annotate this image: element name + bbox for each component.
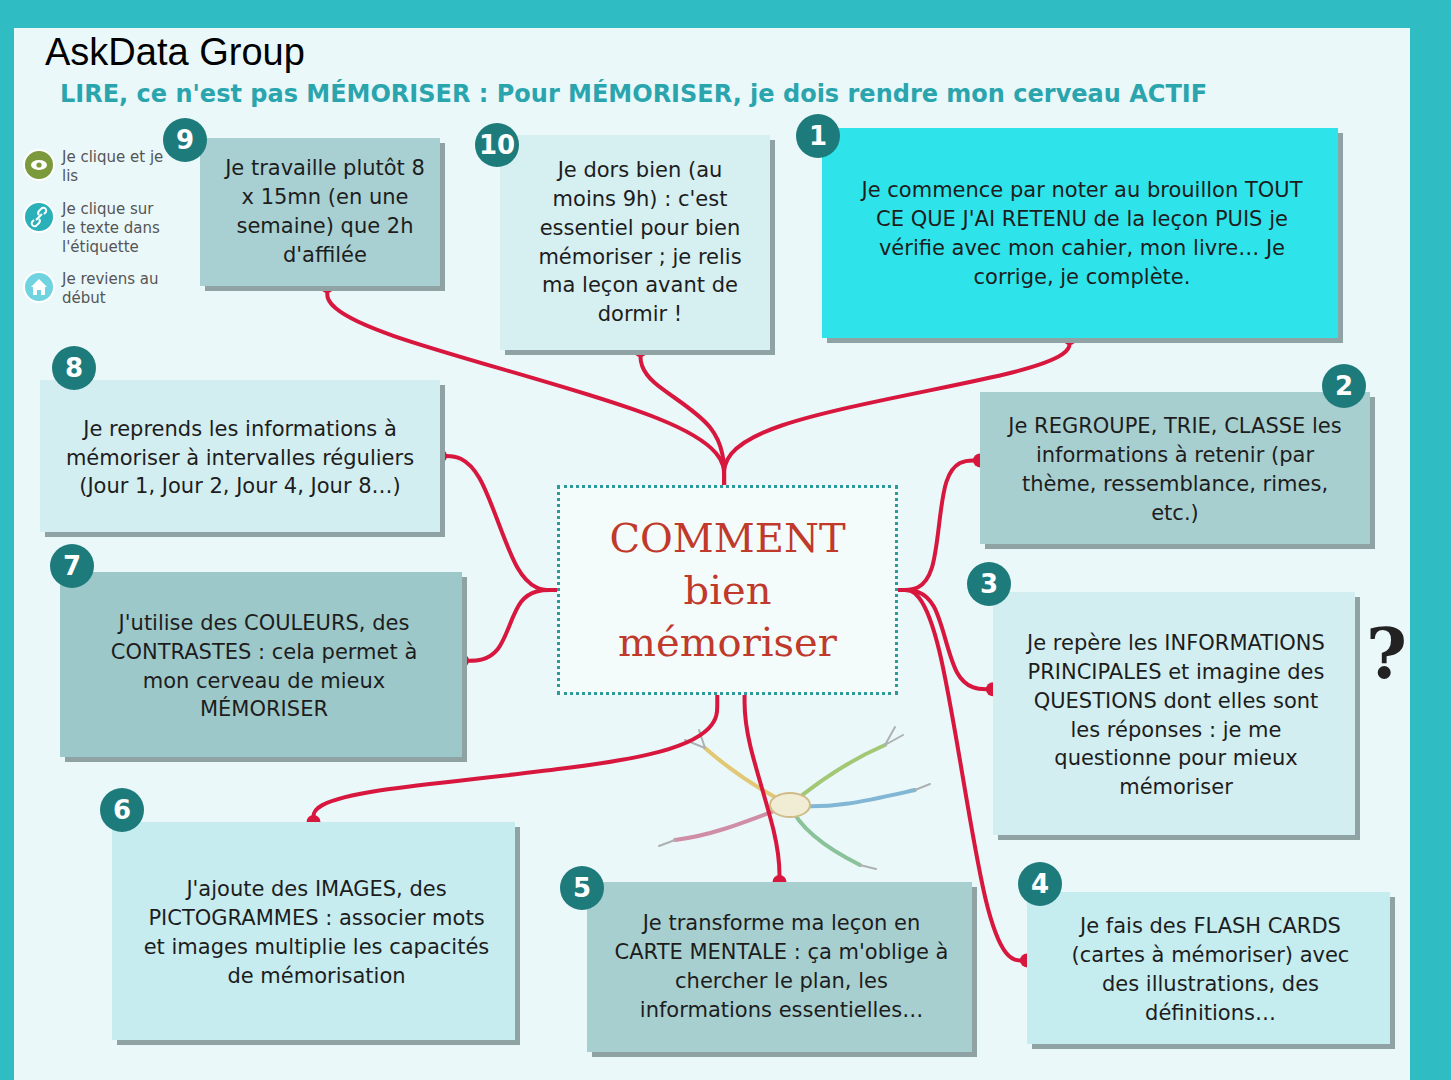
- box-text: Je reprends les informations à mémoriser…: [62, 415, 418, 502]
- legend-item: Je clique et je lis: [22, 148, 167, 186]
- tip-box: 4Je fais des FLASH CARDS (cartes à mémor…: [1027, 892, 1390, 1044]
- twig: [659, 727, 930, 869]
- box-text: Je commence par noter au brouillon TOUT …: [848, 176, 1316, 292]
- legend-icon: [22, 148, 56, 182]
- tip-box: 3Je repère les INFORMATIONS PRINCIPALES …: [993, 592, 1355, 835]
- connector: [745, 695, 780, 882]
- box-text: Je dors bien (au moins 9h) : c'est essen…: [524, 156, 756, 330]
- home-shape: [31, 279, 47, 295]
- callout-number: 3: [967, 562, 1011, 606]
- legend-text: Je clique sur le texte dans l'étiquette: [62, 200, 167, 256]
- box-text: Je REGROUPE, TRIE, CLASSE les informatio…: [1002, 412, 1348, 528]
- box-text: COMMENT bien mémoriser: [608, 512, 848, 668]
- tip-box: 5Je transforme ma leçon en CARTE MENTALE…: [587, 882, 972, 1052]
- central-topic: COMMENT bien mémoriser: [557, 485, 898, 695]
- mind-map-illustration: [659, 727, 930, 869]
- page-title: LIRE, ce n'est pas MÉMORISER : Pour MÉMO…: [60, 80, 1207, 108]
- tip-box: 7J'utilise des COULEURS, des CONTRASTES …: [60, 572, 462, 757]
- callout-number: 4: [1018, 862, 1062, 906]
- legend-item: Je clique sur le texte dans l'étiquette: [22, 200, 167, 256]
- legend-item: Je reviens au début: [22, 270, 167, 308]
- icon-disc: [24, 272, 54, 302]
- legend-text: Je reviens au début: [62, 270, 167, 308]
- callout-number: 7: [50, 544, 94, 588]
- tip-box: 1Je commence par noter au brouillon TOUT…: [822, 128, 1338, 338]
- eye-pupil: [36, 162, 41, 167]
- tip-box: 8Je reprends les informations à mémorise…: [40, 380, 440, 532]
- callout-number: 8: [52, 346, 96, 390]
- connector: [640, 350, 724, 485]
- tip-box: 10Je dors bien (au moins 9h) : c'est ess…: [500, 135, 770, 350]
- box-text: J'utilise des COULEURS, des CONTRASTES :…: [88, 609, 440, 725]
- box-text: Je transforme ma leçon en CARTE MENTALE …: [613, 909, 950, 1025]
- icon-disc: [24, 150, 54, 180]
- eye-shape: [31, 160, 47, 170]
- connector: [440, 456, 557, 590]
- connector: [462, 590, 557, 661]
- callout-number: 1: [796, 114, 840, 158]
- legend-text: Je clique et je lis: [62, 148, 167, 186]
- tip-box: 6J'ajoute des IMAGES, des PICTOGRAMMES :…: [112, 822, 515, 1040]
- icon-disc: [24, 202, 54, 232]
- mind-map-center: [770, 793, 810, 817]
- callout-number: 6: [100, 788, 144, 832]
- box-text: Je fais des FLASH CARDS (cartes à mémori…: [1053, 912, 1368, 1028]
- link-shape: [32, 208, 47, 227]
- question-mark: ?: [1366, 615, 1407, 692]
- connector: [898, 460, 980, 590]
- tip-box: 2Je REGROUPE, TRIE, CLASSE les informati…: [980, 392, 1370, 544]
- legend-icon: [22, 270, 56, 304]
- callout-number: 9: [163, 118, 207, 162]
- callout-number: 10: [475, 123, 519, 167]
- box-text: J'ajoute des IMAGES, des PICTOGRAMMES : …: [140, 875, 493, 991]
- callout-number: 2: [1322, 364, 1366, 408]
- tip-box: 9Je travaille plutôt 8 x 15mn (en une se…: [200, 138, 440, 286]
- box-text: Je travaille plutôt 8 x 15mn (en une sem…: [224, 154, 426, 270]
- watermark: AskData Group: [45, 32, 305, 74]
- legend-icon: [22, 200, 56, 234]
- callout-number: 5: [560, 866, 604, 910]
- box-text: Je repère les INFORMATIONS PRINCIPALES e…: [1019, 629, 1333, 803]
